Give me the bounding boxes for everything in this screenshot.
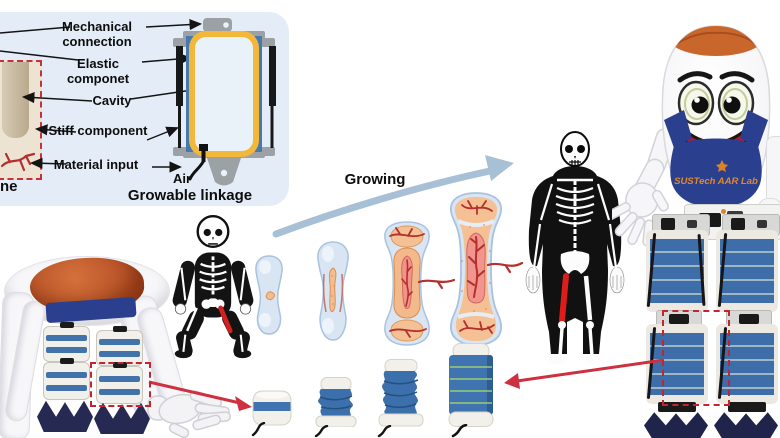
growable-linkage-panel: ne Mechanical connection	[0, 12, 289, 206]
bone-label-cropped: ne	[0, 178, 18, 195]
actuator-membrane	[650, 239, 704, 303]
robot-hair	[666, 26, 766, 56]
adult-skeleton-bones	[532, 178, 618, 357]
stiff-component-rods	[176, 46, 276, 148]
bone-growth-stage-4	[450, 192, 524, 346]
growable-linkage-diagram	[173, 18, 276, 186]
actuator-stage-4	[448, 343, 494, 427]
adult-red-femur	[559, 273, 569, 323]
hand-finger	[614, 211, 638, 237]
label-material-input: Material input	[53, 157, 139, 172]
robot-ankle	[658, 402, 696, 412]
bone-blood-vessels	[0, 152, 36, 172]
baby-robot-foot	[37, 400, 93, 432]
bone-growth-stage-3	[384, 221, 456, 346]
label-elastic-component: Elastic componet	[66, 56, 130, 86]
overalls-logo-mark	[716, 160, 728, 172]
red-arrow-head	[504, 373, 520, 389]
glove-finger	[192, 414, 222, 431]
baby-red-femur	[218, 305, 233, 334]
hand-finger	[612, 202, 631, 221]
hand-thumb	[651, 189, 669, 212]
robot-overalls	[664, 110, 768, 208]
ossification-center	[265, 291, 275, 301]
crinkled-membrane	[318, 389, 353, 418]
actuator-valve-knob	[59, 322, 74, 328]
air-tube	[188, 160, 205, 181]
growth-plate-bottom	[457, 312, 495, 319]
bone-growth-stage-2	[317, 241, 349, 341]
adult-skeleton-skull	[560, 131, 590, 167]
actuator-air-cable	[314, 425, 329, 438]
baby-skeleton-bones	[180, 256, 246, 353]
actuator-membrane	[650, 333, 704, 395]
panel-title-growable-linkage: Growable linkage	[127, 187, 253, 204]
actuator-valve-knob	[112, 362, 127, 368]
robot-logo-text: SUSTech AAR Lab	[674, 176, 758, 187]
robot-eyebrows	[677, 71, 755, 83]
actuator-air-cable	[377, 425, 392, 438]
highlight-box-robot-shin	[662, 310, 730, 406]
grown-membrane	[449, 355, 493, 415]
label-stiff-component: Stiff component	[48, 123, 148, 138]
actuator-stage-2	[315, 377, 357, 427]
actuator-blue-band	[253, 402, 291, 411]
highlight-box-baby-actuator	[90, 362, 151, 407]
label-air: Air	[172, 171, 192, 186]
baby-skeleton-skull	[196, 215, 230, 248]
hand-finger	[627, 217, 646, 245]
robot-foot	[714, 412, 778, 438]
baby-actuator-unit	[96, 362, 143, 404]
actuator-valve-knob	[112, 326, 127, 332]
crinkled-membrane	[382, 371, 418, 415]
robot-eye-left	[677, 80, 715, 126]
actuator-air-cable	[451, 424, 468, 438]
baby-actuator-unit	[43, 358, 90, 400]
label-mechanical-connection: Mechanical connection	[61, 19, 133, 49]
actuator-green-lines	[450, 366, 492, 404]
ossification-column	[328, 267, 337, 313]
glove-thumb	[168, 422, 190, 438]
robot-thigh-actuator	[716, 230, 778, 312]
hip-wire-connector	[721, 209, 726, 214]
baby-actuator-unit	[96, 326, 143, 366]
actuator-membrane	[720, 239, 774, 303]
baby-skeleton	[172, 215, 254, 359]
robot-thigh-actuator	[646, 230, 708, 312]
adult-skeleton-hands	[525, 266, 625, 294]
bone-growth-stage-1	[255, 255, 283, 335]
mount-hole-top	[223, 22, 229, 28]
actuator-stage-3	[378, 359, 424, 427]
growing-arrow-head	[485, 155, 514, 181]
robot-head-torso: SUSTech AAR Lab	[661, 25, 771, 214]
baby-robot-foot	[94, 402, 150, 434]
baby-actuator-unit	[43, 322, 90, 362]
baby-skeleton-hands	[174, 303, 252, 315]
elastic-component-yellow	[189, 31, 259, 157]
robot-ankle	[728, 402, 766, 412]
deflated-glove-hand	[147, 390, 231, 438]
robot-foot	[644, 412, 708, 438]
robot-eye-right	[717, 80, 755, 126]
actuator-air-cable	[251, 422, 266, 437]
air-valve	[188, 144, 208, 181]
actuator-valve-knob	[59, 358, 74, 364]
nutrient-vessel	[417, 278, 456, 290]
label-cavity: Cavity	[92, 93, 132, 108]
actuator-stage-1	[252, 390, 292, 426]
adult-skeleton-pelvis	[560, 251, 590, 274]
mount-hole-bottom	[220, 169, 228, 177]
growing-label: Growing	[344, 171, 406, 188]
nutrient-vessel	[486, 261, 524, 274]
